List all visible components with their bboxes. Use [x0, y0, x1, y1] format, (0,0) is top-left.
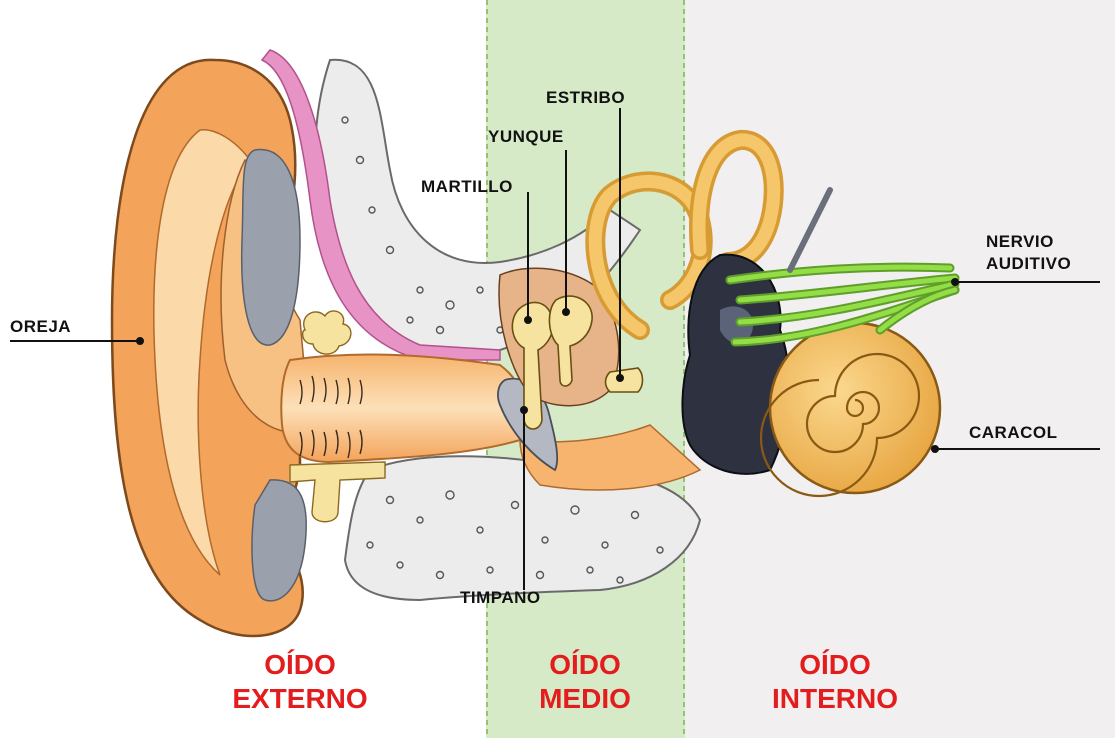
- stapes-bone: [606, 368, 643, 392]
- zone-externo-line2: EXTERNO: [210, 682, 390, 716]
- zone-interno-line2: INTERNO: [740, 682, 930, 716]
- zone-label-interno: OÍDO INTERNO: [740, 648, 930, 716]
- zone-medio-line1: OÍDO: [500, 648, 670, 682]
- ear-canal: [281, 355, 524, 462]
- zone-interno-line1: OÍDO: [740, 648, 930, 682]
- label-martillo: MARTILLO: [421, 176, 513, 198]
- label-nervio-line2: AUDITIVO: [986, 253, 1071, 275]
- zone-medio-line2: MEDIO: [500, 682, 670, 716]
- zone-label-medio: OÍDO MEDIO: [500, 648, 670, 716]
- label-estribo: ESTRIBO: [546, 87, 625, 109]
- vestibule: [682, 255, 788, 474]
- label-oreja: OREJA: [10, 316, 71, 338]
- cartilage-upper: [242, 150, 300, 346]
- label-nervio-line1: NERVIO: [986, 231, 1071, 253]
- ceruminous-gland-upper: [303, 311, 351, 354]
- label-caracol: CARACOL: [969, 422, 1058, 444]
- label-nervio-auditivo: NERVIO AUDITIVO: [986, 231, 1071, 275]
- cochlea-shell: [770, 323, 940, 493]
- zone-label-externo: OÍDO EXTERNO: [210, 648, 390, 716]
- label-yunque: YUNQUE: [488, 126, 564, 148]
- label-timpano: TIMPANO: [460, 587, 541, 609]
- zone-externo-line1: OÍDO: [210, 648, 390, 682]
